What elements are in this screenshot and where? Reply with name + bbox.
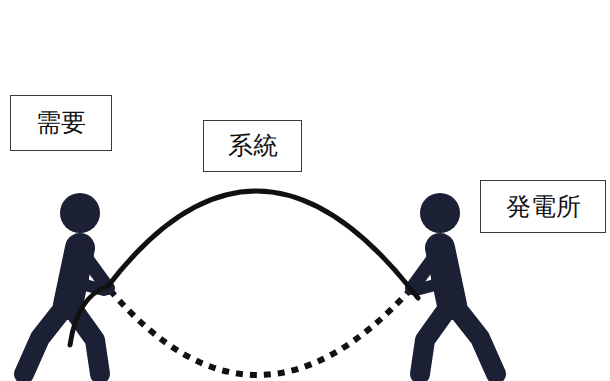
label-box: 発電所 xyxy=(480,180,606,233)
box-label: 系統 xyxy=(228,132,278,160)
label-box: 系統 xyxy=(203,120,302,172)
rope-upper xyxy=(70,191,418,345)
person-figure xyxy=(24,193,108,374)
rope-lower xyxy=(110,290,410,375)
label-box: 需要 xyxy=(10,95,112,151)
box-label: 発電所 xyxy=(506,193,581,221)
box-label: 需要 xyxy=(36,109,86,137)
